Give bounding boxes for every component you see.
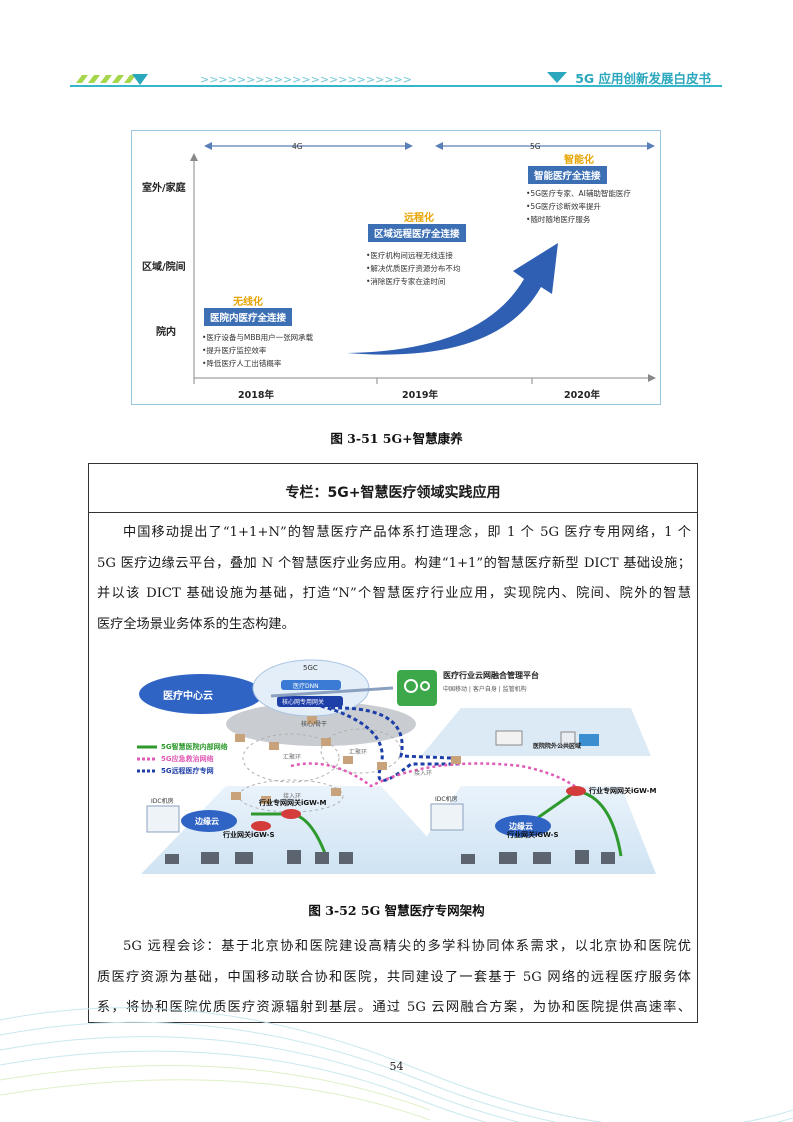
stage1-title: 无线化	[233, 297, 263, 308]
year-2018: 2018年	[238, 390, 274, 401]
dnn-label: 医疗DNN	[293, 683, 319, 690]
legend-item: 5G智慧医院内部网络	[161, 743, 228, 751]
aggregation-ring-label: 汇聚环	[349, 749, 368, 756]
header-triangle-icon	[132, 74, 148, 85]
stage1-bullet: •提升医疗监控效率	[202, 346, 267, 355]
header-marker-icon	[547, 72, 567, 83]
paragraph-line: 5G 医疗边缘云平台，叠加 N 个智慧医疗业务应用。构建“1+1”的智慧医疗新型…	[97, 555, 691, 571]
stage2-bullet: •解决优质医疗资源分布不均	[366, 264, 461, 273]
stage3-bullet: •5G医疗诊断效率提升	[526, 202, 602, 211]
figure1-caption: 图 3-51 5G+智慧康养	[330, 431, 463, 446]
stage1-bullet: •降低医疗人工出错概率	[202, 359, 282, 368]
row-label-regional: 区域/院间	[142, 262, 186, 273]
row-label-inhospital: 院内	[156, 327, 176, 338]
legend-item: 5G应急救治网络	[161, 755, 214, 763]
header-rule	[70, 85, 722, 87]
network-graphics	[137, 659, 656, 874]
stage2-bullet: •消除医疗专家在途时间	[366, 277, 446, 286]
gateway-m-label: 行业专网网关iGW-M	[589, 787, 657, 795]
footer-swirl-decoration	[0, 1007, 793, 1122]
box-divider	[89, 512, 697, 513]
stage1-box: 医院内医疗全连接	[204, 308, 293, 326]
stage1-bullet: •医疗设备与MBB用户一张网承载	[202, 333, 314, 342]
box-title: 专栏：5G+智慧医疗领域实践应用	[285, 485, 501, 501]
stage3-bullet: •随时随地医疗服务	[526, 215, 591, 224]
era-5g-label: 5G	[530, 142, 541, 151]
platform-label: 医疗行业云网融合管理平台	[443, 671, 539, 680]
year-2019: 2019年	[402, 390, 438, 401]
stage2-bullet: •医疗机构间远程无线连接	[366, 251, 453, 260]
paragraph-line: 并以该 DICT 基础设施为基础，打造“N”个智慧医疗行业应用，实现院内、院间、…	[97, 586, 691, 601]
sidebar-box: 专栏：5G+智慧医疗领域实践应用 中国移动提出了“1+1+N”的智慧医疗产品体系…	[88, 463, 698, 1023]
paragraph-line: 医疗全场景业务体系的生态构建。	[97, 616, 295, 632]
edge-cloud-label: 边缘云	[195, 817, 219, 826]
access-ring-label: 接入环	[414, 770, 433, 777]
paragraph-line: 5G 远程会诊：基于北京协和医院建设高精尖的多学科协同体系需求，以北京协和医院优	[123, 939, 691, 954]
year-2020: 2020年	[564, 390, 600, 401]
box-paragraph-2: 5G 远程会诊：基于北京协和医院建设高精尖的多学科协同体系需求，以北京协和医院优…	[97, 932, 691, 1024]
header-chevrons-decoration: >>>>>>>>>>>>>>>>>>>>>>>	[200, 73, 412, 86]
row-label-outdoor: 室外/家庭	[142, 183, 186, 194]
legend-item: 5G远程医疗专网	[161, 767, 214, 775]
gateway-s-label: 行业网关iGW-S	[223, 831, 275, 839]
paragraph-line: 系，将协和医院优质医疗资源辐射到基层。通过 5G 云网融合方案，为协和医院提供高…	[97, 1000, 691, 1015]
header-stripes-decoration	[76, 75, 136, 83]
growth-arrow	[347, 243, 558, 355]
figure-5g-medical-network: 医疗中心云 5GC 医疗DNN 核心网专用网关 核心/骨干 医疗行业云网融合管理…	[131, 646, 661, 876]
core-gateway-label: 核心网专用网关	[282, 699, 325, 706]
stage2-title: 远程化	[404, 213, 434, 224]
center-cloud-label: 医疗中心云	[163, 691, 213, 702]
core-5gc-label: 5GC	[303, 664, 318, 672]
page-number: 54	[389, 1060, 404, 1073]
edge-cloud-label: 边缘云	[509, 822, 533, 831]
core-ring-label: 核心/骨干	[301, 721, 328, 728]
aggregation-ring-label: 汇聚环	[283, 754, 302, 761]
access-ring-label: 接入环	[283, 793, 302, 800]
stage3-title: 智能化	[564, 155, 594, 166]
figure-5g-health-timeline: 4G 5G 室外/家庭 区域/院间 院内 无线化 医院内医疗全连接 •医疗设备与…	[131, 130, 661, 405]
platform-sublabel: 中国移动 | 客户自身 | 监管机构	[443, 686, 527, 693]
stage3-box: 智能医疗全连接	[528, 166, 607, 184]
gateway-s-label: 行业网关iGW-S	[507, 831, 559, 839]
timeline-graphics	[190, 142, 656, 384]
paragraph-line: 质医疗资源为基础，中国移动联合协和医院，共同建设了一套基于 5G 网络的远程医疗…	[97, 969, 691, 985]
idc-label: IDC机房	[435, 796, 458, 803]
paragraph-line: 中国移动提出了“1+1+N”的智慧医疗产品体系打造理念，即 1 个 5G 医疗专…	[123, 525, 691, 540]
stage2-box: 区域远程医疗全连接	[368, 224, 466, 242]
gateway-m-label: 行业专网网关iGW-M	[259, 799, 327, 807]
idc-label: IDC机房	[151, 798, 174, 805]
figure2-caption: 图 3-52 5G 智慧医疗专网架构	[308, 903, 485, 918]
hospital-public-area-label: 医院院外公共区域	[533, 743, 582, 750]
stage3-bullet: •5G医疗专家、AI辅助智能医疗	[526, 189, 631, 198]
header-title: 5G 应用创新发展白皮书	[575, 71, 711, 86]
box-paragraph-1: 中国移动提出了“1+1+N”的智慧医疗产品体系打造理念，即 1 个 5G 医疗专…	[97, 518, 691, 640]
era-4g-label: 4G	[292, 142, 303, 151]
